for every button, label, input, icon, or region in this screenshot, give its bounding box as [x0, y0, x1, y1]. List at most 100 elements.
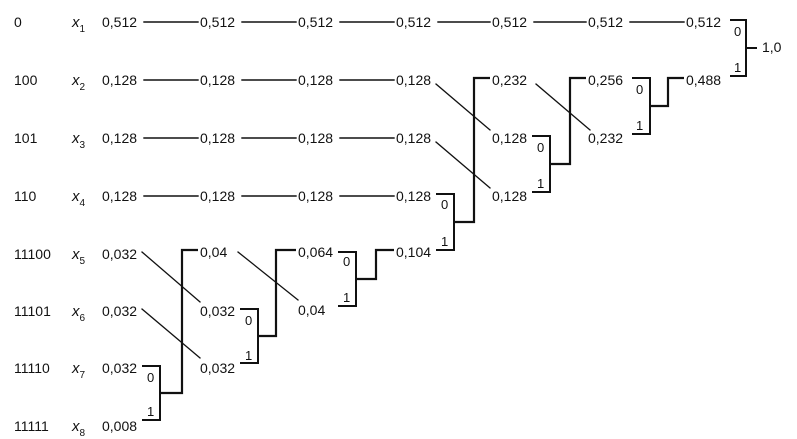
probability-stage4-node2: 0,128 — [396, 72, 431, 88]
bit-zero-s3: 0 — [343, 254, 350, 269]
bit-zero-s1: 0 — [147, 370, 154, 385]
probability-stage6-node3: 0,232 — [588, 130, 623, 146]
branch-bit-labels: 0 1 0 1 0 1 0 1 0 1 0 1 0 1 — [147, 24, 741, 419]
probability-stage2-node6: 0,032 — [200, 303, 235, 319]
symbol-letter: x — [71, 130, 80, 147]
symbol-letter: x — [71, 188, 80, 205]
probability-stage2-node7: 0,032 — [200, 360, 235, 376]
root-node: 1,0 — [762, 39, 782, 55]
bit-one-s5: 1 — [537, 176, 544, 191]
probability-stage1-node2: 0,128 — [102, 72, 137, 88]
symbol-x7: x7 — [71, 360, 86, 381]
symbol-index: 2 — [80, 82, 86, 93]
symbol-x5: x5 — [71, 246, 86, 267]
probability-stage5-node1: 0,512 — [492, 14, 527, 30]
probability-stage2-node4: 0,128 — [200, 188, 235, 204]
probability-stage2-node1: 0,512 — [200, 14, 235, 30]
merge-output-s3 — [356, 248, 394, 281]
symbol-x8: x8 — [71, 418, 86, 439]
shift-line-s2 — [237, 251, 299, 301]
bit-one-s2: 1 — [245, 348, 252, 363]
probability-stage3-node4: 0,128 — [298, 188, 333, 204]
symbol-x3: x3 — [71, 130, 86, 151]
probability-stage5-node3: 0,128 — [492, 130, 527, 146]
bit-one-s3: 1 — [343, 290, 350, 305]
codeword-2: 100 — [14, 72, 38, 88]
bit-one-final: 1 — [734, 60, 741, 75]
probability-stage4-node4: 0,128 — [396, 188, 431, 204]
probability-stage1-node7: 0,032 — [102, 360, 137, 376]
probability-stage3-node6: 0,04 — [298, 302, 325, 318]
probability-stage1-node4: 0,128 — [102, 188, 137, 204]
symbol-index: 6 — [80, 313, 86, 324]
probability-stage4-node1: 0,512 — [396, 14, 431, 30]
codeword-4: 110 — [14, 188, 37, 204]
symbol-index: 8 — [80, 428, 86, 439]
symbol-x6: x6 — [71, 303, 86, 324]
probability-stage1-node8: 0,008 — [102, 418, 137, 434]
probability-stage2-node5: 0,04 — [200, 244, 227, 260]
probability-stage3-node3: 0,128 — [298, 130, 333, 146]
bit-one-s6: 1 — [636, 118, 643, 133]
shift-line-s5 — [535, 83, 591, 131]
probability-labels: 0,512 0,128 0,128 0,128 0,032 0,032 0,032 0,008… — [102, 14, 721, 434]
shift-line-s4b — [435, 141, 491, 189]
bit-zero-s5: 0 — [537, 140, 544, 155]
probability-stage1-node5: 0,032 — [102, 246, 137, 262]
symbol-letter: x — [71, 360, 80, 377]
merge-output-s2 — [258, 248, 296, 338]
probability-stage6-node1: 0,512 — [588, 14, 623, 30]
probability-stage3-node5: 0,064 — [298, 244, 333, 260]
symbol-letter: x — [71, 72, 80, 89]
symbol-index: 7 — [80, 370, 86, 381]
bit-zero-s6: 0 — [636, 82, 643, 97]
symbol-letter: x — [71, 14, 80, 31]
probability-stage7-node1: 0,512 — [686, 14, 721, 30]
bit-one-s1: 1 — [147, 404, 154, 419]
codeword-3: 101 — [14, 130, 38, 146]
root-probability: 1,0 — [762, 39, 782, 55]
symbol-x4: x4 — [71, 188, 86, 209]
merge-output-s5 — [550, 76, 586, 166]
connector-lines — [141, 19, 757, 421]
codeword-6: 11101 — [14, 303, 51, 319]
shift-line-s4a — [435, 83, 491, 131]
bit-one-s4: 1 — [441, 234, 448, 249]
bit-zero-s2: 0 — [245, 313, 252, 328]
probability-stage1-node1: 0,512 — [102, 14, 137, 30]
symbol-letter: x — [71, 246, 80, 263]
probability-stage1-node3: 0,128 — [102, 130, 137, 146]
probability-stage7-node2: 0,488 — [686, 72, 721, 88]
codeword-1: 0 — [14, 14, 22, 30]
probability-stage1-node6: 0,032 — [102, 303, 137, 319]
probability-stage5-node2: 0,232 — [492, 72, 527, 88]
merge-output-s4 — [454, 76, 490, 224]
bit-zero-s4: 0 — [441, 197, 448, 212]
codeword-7: 11110 — [14, 360, 50, 376]
symbol-x1: x1 — [71, 14, 86, 35]
symbol-index: 1 — [80, 24, 86, 35]
symbol-index: 4 — [80, 198, 86, 209]
shift-line-x5 — [141, 251, 201, 303]
codeword-5: 11100 — [14, 246, 51, 262]
probability-stage6-node2: 0,256 — [588, 72, 623, 88]
probability-stage3-node1: 0,512 — [298, 14, 333, 30]
probability-stage2-node2: 0,128 — [200, 72, 235, 88]
probability-stage4-node3: 0,128 — [396, 130, 431, 146]
symbol-letter: x — [71, 418, 80, 435]
symbol-x2: x2 — [71, 72, 86, 93]
symbol-index: 3 — [80, 140, 86, 151]
shift-line-x6 — [141, 308, 201, 359]
symbol-letter: x — [71, 303, 80, 320]
codeword-column: 0 100 101 110 11100 11101 11110 11111 — [14, 14, 51, 434]
probability-stage4-node5: 0,104 — [396, 244, 431, 260]
bit-zero-final: 0 — [734, 24, 741, 39]
merge-output-s1 — [160, 248, 198, 395]
codeword-8: 11111 — [14, 418, 49, 434]
probability-stage2-node3: 0,128 — [200, 130, 235, 146]
probability-stage5-node4: 0,128 — [492, 188, 527, 204]
probability-stage3-node2: 0,128 — [298, 72, 333, 88]
